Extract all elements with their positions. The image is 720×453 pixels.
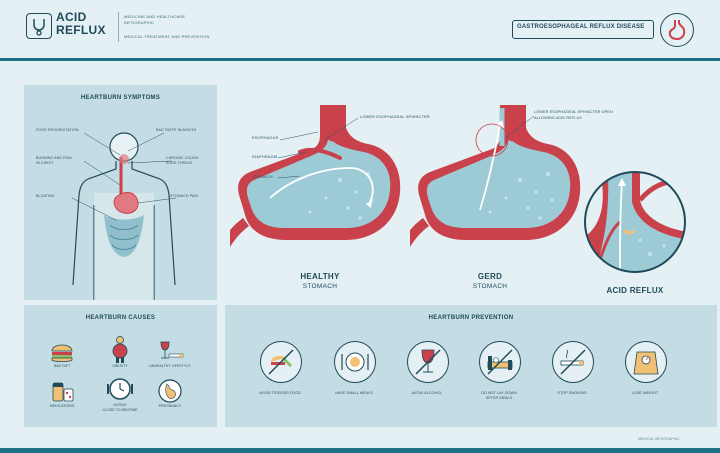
plate-icon [334,341,376,383]
obese-person-icon [112,336,128,363]
clock-icon [107,378,133,400]
cause-label-eating-bedtime: EATING CLOSE TO BEDTIME [102,403,138,412]
label-esophagus: ESOPHAGUS [252,135,279,140]
footer-note: MEDICAL INFOGRAPHIC [638,437,680,441]
symptom-food-regurgitation: FOOD REGURGITATION [36,128,79,132]
symptom-stomach-pain: STOMACH PAIN [170,194,199,198]
no-smoking-icon [552,341,594,383]
stomach-icon [660,13,694,47]
cause-label-pregnancy: PREGNANCY [158,404,182,408]
cause-label-medications: MEDICATIONS [49,404,75,408]
causes-title: HEARTBURN CAUSES [85,315,156,321]
body-silhouette-icon [71,132,177,300]
header-note-1: MEDICINE AND HEALTHCARE [124,14,186,19]
gerd-stomach-illustration [410,105,581,247]
cause-label-bad-diet: BAD DIET [53,364,71,368]
gerd-caption: GERD [477,272,503,281]
healthy-caption-sub: STOMACH [302,283,338,290]
acid-reflux-caption: ACID REFLUX [606,286,664,295]
header-note-3: MEDICAL TREATMENT AND PREVENTION [124,34,210,39]
acid-reflux-zoom-illustration [584,171,686,273]
burger-icon [51,344,73,362]
topic-badge [512,20,654,39]
header-rule [0,58,720,61]
topic-text: GASTROESOPHAGEAL REFLUX DISEASE [517,24,645,30]
label-sphincter-open-1: LOWER ESOPHAGEAL SPHINCTER OPEN [534,110,613,114]
prevention-label-lay-down: DO NOT LAY DOWN AFTER MEALS [481,391,517,400]
symptom-bloating: BLOATING [36,194,55,198]
pregnancy-icon [158,379,182,403]
pills-icon [52,382,74,402]
cause-label-unhealthy-lifestyle: UNHEALTHY LIFESTYLE [149,364,191,368]
symptom-cough: CHRONIC COUGH SORE THROAT [166,156,199,165]
no-food-icon [260,341,302,383]
prevention-title: HEARTBURN PREVENTION [428,315,514,321]
header-note-2: INFOGRAPHIC [124,20,154,25]
cause-label-obesity: OBESITY [112,364,128,368]
prevention-label-smoking: STOP SMOKING [557,391,587,395]
gerd-caption-sub: STOMACH [472,283,508,290]
causes-panel [24,305,217,427]
prevention-label-lose-weight: LOSE WEIGHT [631,391,659,395]
no-bed-icon [479,341,521,383]
header-divider [118,12,119,42]
title-line-2: REFLUX [56,23,106,37]
healthy-stomach-illustration [230,105,401,247]
scale-icon [625,341,667,383]
label-diaphragm: DIAPHRAGM [252,154,278,159]
symptoms-title: HEARTBURN SYMPTOMS [80,95,161,101]
wine-cigarette-icon [160,341,184,359]
no-wine-icon [407,341,449,383]
bottom-rule [0,448,720,453]
prevention-label-small-meals: HAVE SMALL MEALS [335,391,373,395]
label-stomach: STOMACH [252,174,273,179]
label-sphincter-open-2: ALLOWING ACID REFLUX [534,116,582,120]
healthy-caption: HEALTHY [300,272,340,281]
prevention-label-trigger-food: AVOID TRIGGER FOOD [259,391,301,395]
symptom-chest-pain: BURNING AND PAIN IN CHEST [36,156,72,165]
prevention-label-alcohol: AVOID ALCOHOL [411,391,443,395]
label-lower-esophageal-sphincter: LOWER ESOPHAGEAL SPHINCTER [360,114,430,119]
stethoscope-icon [26,13,52,39]
app-title: ACID REFLUX [56,11,116,37]
title-line-1: ACID [56,10,87,24]
symptom-bad-taste: BAD TASTE IN MOUTH [156,128,197,132]
